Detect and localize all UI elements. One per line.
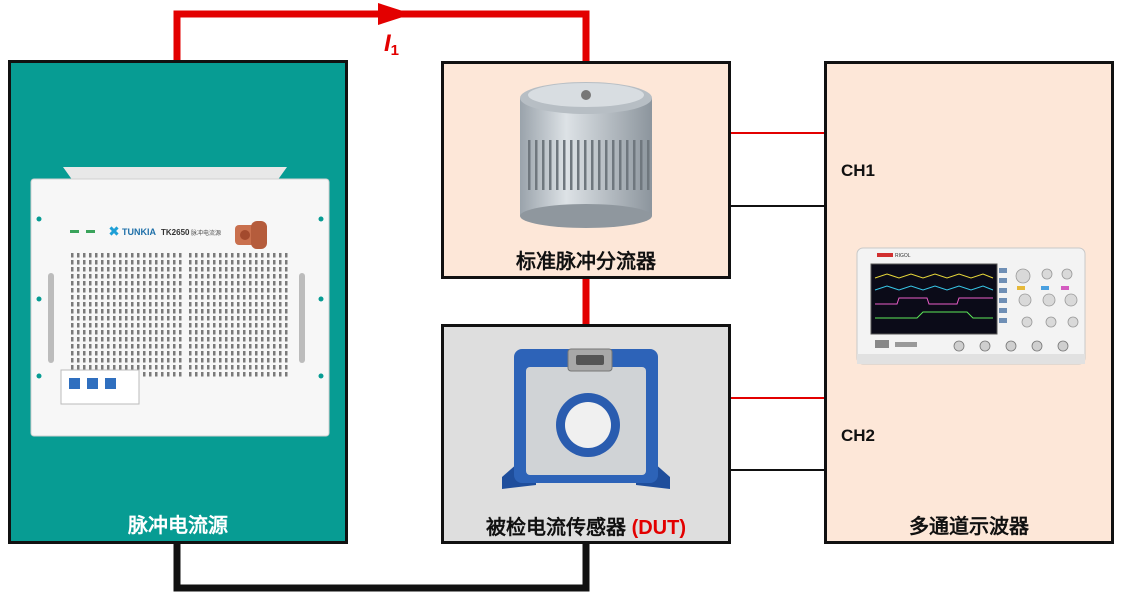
black-return-loop <box>173 542 590 592</box>
pulse-current-source-box: TUNKIA TK2650 脉冲电流源 脉冲电流源 <box>8 60 348 544</box>
standard-pulse-shunt-box: 标准脉冲分流器 <box>441 61 731 279</box>
ch2-label: CH2 <box>841 426 876 445</box>
multichannel-oscilloscope-box: CH1 CH2 RIGOL 多通道示波器 <box>824 61 1114 544</box>
standard-pulse-shunt-device <box>520 82 652 228</box>
dut-tag: (DUT) <box>631 517 686 539</box>
multichannel-oscilloscope-label: 多通道示波器 <box>909 516 1029 538</box>
pulse-current-source-device: TUNKIA TK2650 脉冲电流源 <box>30 167 330 437</box>
ch1-label: CH1 <box>841 161 876 180</box>
dut-current-sensor-label: 被检电流传感器 (DUT) <box>486 517 686 539</box>
dut-current-sensor-device <box>502 348 670 489</box>
source-model-caption: 脉冲电流源 <box>191 229 221 237</box>
source-model-text: TK2650 <box>161 228 190 237</box>
current-i1-label: I1 <box>384 30 400 59</box>
standard-pulse-shunt-label: 标准脉冲分流器 <box>516 251 656 273</box>
pulse-current-source-label: 脉冲电流源 <box>128 515 228 537</box>
current-arrow <box>378 3 412 25</box>
scope-brand-text: RIGOL <box>895 253 911 259</box>
oscilloscope-device: RIGOL <box>856 247 1086 365</box>
source-brand-text: TUNKIA <box>122 227 156 237</box>
dut-current-sensor-box: 被检电流传感器 (DUT) <box>441 324 731 544</box>
